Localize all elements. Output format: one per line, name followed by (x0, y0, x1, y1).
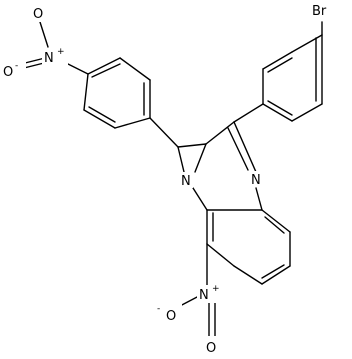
atom-no2-top-n: N (44, 51, 54, 66)
bond (233, 103, 264, 123)
bond (91, 63, 121, 78)
atom-no2-bottom-o2: O (206, 341, 216, 356)
bond (87, 57, 121, 75)
bond (255, 187, 263, 211)
bond (267, 57, 293, 73)
bond (114, 117, 151, 129)
bond (83, 73, 89, 111)
bonds (15, 21, 323, 339)
atom-n-aziridine: N (181, 174, 191, 189)
bond (261, 264, 285, 279)
atom-labels: Br N N N + O O - N + O - O (3, 4, 327, 356)
atom-no2-bottom-n: N (199, 288, 209, 303)
bond (205, 121, 235, 145)
bond (264, 216, 285, 234)
bond (262, 103, 293, 122)
bond (192, 187, 208, 211)
bond (291, 103, 323, 122)
bond (227, 127, 249, 171)
bond (194, 143, 207, 173)
bond (119, 57, 151, 81)
atom-br: Br (312, 4, 327, 19)
bond (177, 143, 207, 148)
bond (261, 265, 291, 285)
bond (149, 117, 179, 148)
charge-no2-bottom-minus: - (157, 304, 160, 314)
bond (206, 243, 235, 267)
bond (39, 21, 49, 48)
bond (83, 109, 116, 129)
bond (233, 265, 263, 285)
bond (261, 209, 291, 233)
bond (267, 100, 293, 116)
atom-no2-top-o1: O (33, 7, 43, 22)
charge-no2-top-minus: - (15, 61, 18, 71)
bond (233, 121, 257, 173)
atom-n-imine: N (251, 173, 261, 188)
bond (177, 146, 185, 173)
bond (88, 106, 116, 123)
bond (291, 34, 323, 53)
atom-no2-top-o2: O (3, 65, 13, 80)
charge-no2-bottom-plus: + (212, 284, 220, 294)
bond (262, 51, 293, 70)
atom-no2-bottom-o1: O (166, 309, 176, 324)
charge-no2-top-plus: + (57, 47, 65, 57)
